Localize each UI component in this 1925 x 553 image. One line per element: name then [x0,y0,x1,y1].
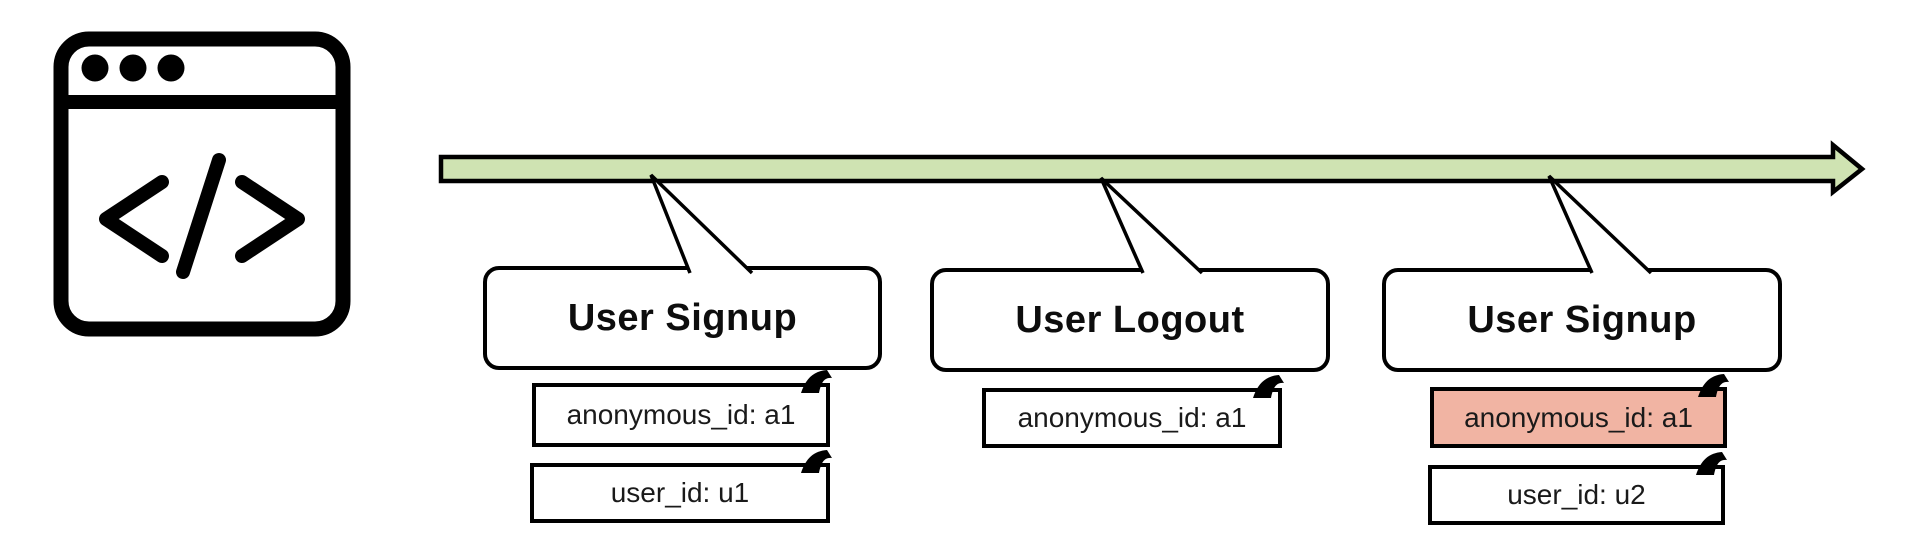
window-dot-icon [157,54,185,82]
tag-anonymous-id-2: anonymous_id: a1 [982,375,1284,448]
browser-code-icon-svg [53,31,351,337]
folded-corner-icon [801,370,832,393]
event-bubble-user-logout: User Logout [930,268,1330,372]
callout-tail-1 [649,173,754,275]
tag-user-id-3: user_id: u2 [1428,452,1727,525]
window-dot-icon [119,54,147,82]
browser-code-icon [52,30,352,338]
event-bubble-user-signup-2: User Signup [1382,268,1782,372]
event-title: User Signup [1467,298,1697,341]
event-title: User Logout [1015,298,1245,341]
folded-corner-icon [1253,375,1284,398]
folded-corner-icon [1698,374,1729,397]
browser-frame [53,31,351,337]
tag-label: anonymous_id: a1 [1017,402,1247,433]
timeline-arrow [438,140,1866,197]
tag-label: user_id: u2 [1507,479,1646,510]
event-title: User Signup [567,296,798,339]
window-dot-icon [81,54,109,82]
tag-label: anonymous_id: a1 [1464,401,1693,433]
tag-label: anonymous_id: a1 [566,399,796,430]
tag-label: user_id: u1 [610,477,750,508]
code-glyph-icon [99,153,305,279]
tag-anonymous-id-3-highlighted: anonymous_id: a1 [1430,374,1729,448]
folded-corner-icon [1696,452,1727,475]
tag-user-id-1: user_id: u1 [530,450,832,523]
tag-anonymous-id-1: anonymous_id: a1 [532,370,832,447]
callout-tail-2 [1099,176,1204,275]
event-bubble-user-signup-1: User Signup [483,266,882,370]
callout-tail-3 [1547,174,1653,275]
folded-corner-icon [801,450,832,473]
